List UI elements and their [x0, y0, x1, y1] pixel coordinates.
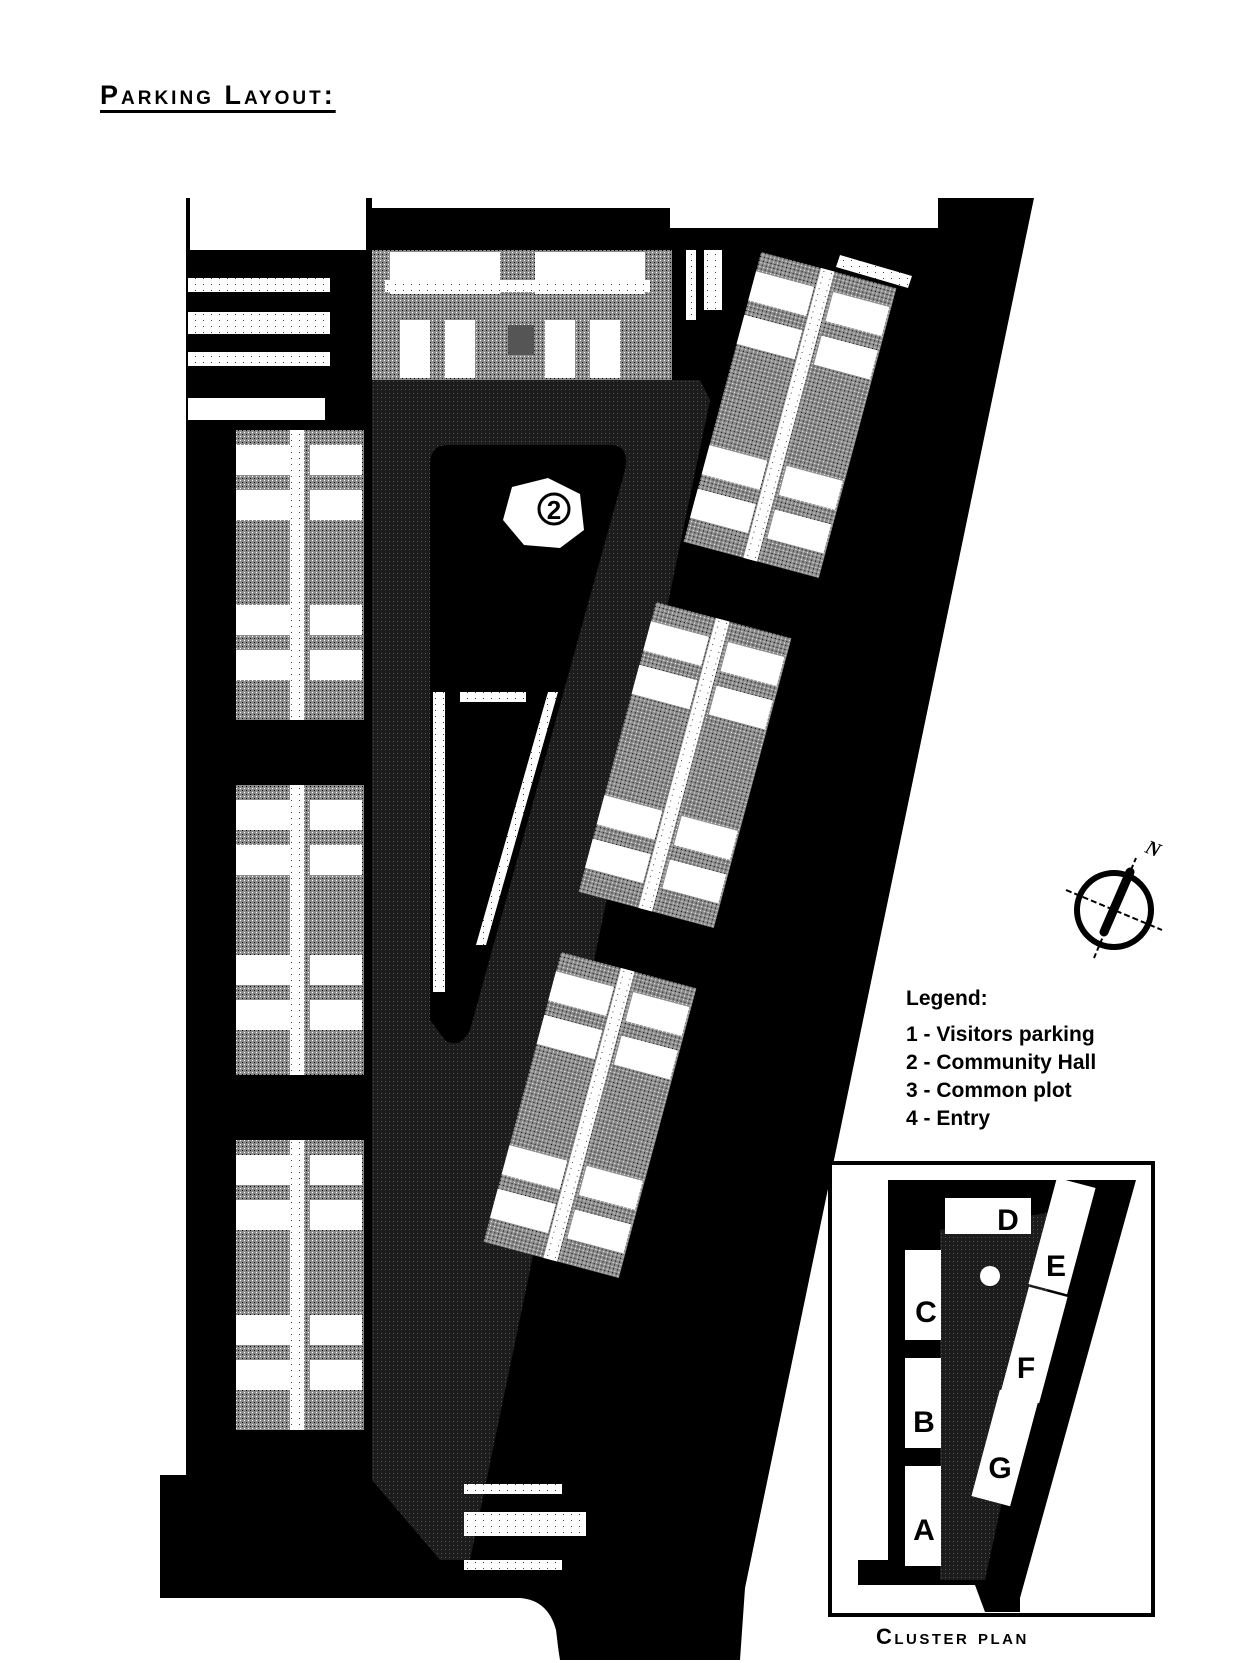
cluster-block-e-label: E: [1046, 1250, 1066, 1283]
page-title: Parking Layout:: [100, 80, 336, 110]
building-block-right-2: [578, 601, 792, 929]
legend: Legend: 1 - Visitors parking 2 - Communi…: [906, 985, 1096, 1133]
visitors-parking-3: [476, 692, 558, 945]
entry-curve: [520, 1598, 560, 1663]
common-plot: [430, 445, 626, 1044]
cluster-plan-inset: D C B A E F G: [828, 1161, 1155, 1617]
building-block-left-1: [236, 430, 364, 720]
main-site: 2: [160, 198, 1034, 1663]
parking-stalls-bottom: [464, 1484, 586, 1570]
cluster-block-f-label: F: [1017, 1352, 1035, 1385]
legend-item-visitors-parking: 1 - Visitors parking: [906, 1023, 1095, 1046]
parking-stalls-top-left: [188, 278, 330, 420]
parking-strip-top-2: [704, 250, 722, 310]
cluster-community-hall: [980, 1266, 1000, 1286]
legend-item-common-plot: 3 - Common plot: [906, 1079, 1072, 1102]
visitors-parking-2: [460, 692, 526, 702]
cluster-block-a-label: A: [913, 1514, 935, 1547]
building-block-left-3: [236, 1140, 364, 1430]
legend-title: Legend:: [906, 987, 988, 1010]
cluster-block-a: [905, 1466, 941, 1566]
legend-item-community-hall: 2 - Community Hall: [906, 1051, 1097, 1074]
north-arrow-icon: N: [1065, 836, 1165, 959]
building-block-top: [372, 250, 672, 380]
cluster-block-g: [971, 1389, 1039, 1507]
legend-item-entry: 4 - Entry: [906, 1107, 991, 1130]
north-label: N: [1141, 836, 1165, 863]
cluster-block-g-label: G: [988, 1452, 1011, 1485]
building-block-left-2: [236, 785, 364, 1075]
building-block-right-1: [683, 251, 897, 579]
cluster-block-c-label: C: [915, 1296, 937, 1329]
parking-strip-top-1: [686, 250, 696, 320]
cluster-block-b-label: B: [913, 1406, 935, 1439]
cluster-block-d-label: D: [997, 1204, 1019, 1237]
parking-strip-top-right: [836, 255, 912, 288]
community-hall-number: 2: [547, 495, 561, 525]
building-block-right-3: [483, 951, 697, 1279]
visitors-parking-1: [433, 692, 445, 992]
cluster-block-e: [1028, 1177, 1096, 1295]
cluster-block-c: [905, 1250, 941, 1340]
cluster-block-f: [1000, 1286, 1068, 1404]
cluster-plan-caption: Cluster plan: [876, 1624, 1029, 1649]
cluster-block-d: [945, 1198, 1031, 1234]
top-left-open-area: [190, 198, 366, 250]
cluster-block-b: [905, 1358, 941, 1448]
community-hall-marker: [537, 492, 571, 526]
